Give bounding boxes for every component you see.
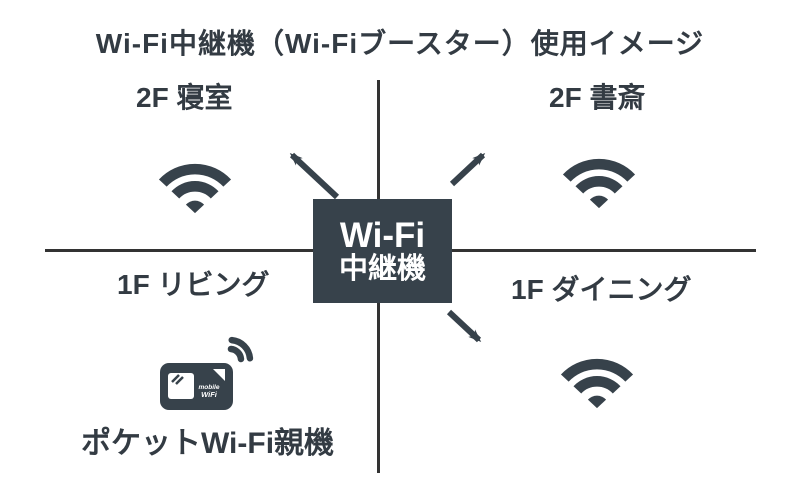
wifi-repeater-box-line2: 中継機: [338, 253, 426, 285]
arrow-down-right-icon: [446, 309, 482, 343]
label-pocket-wifi-parent: ポケットWi-Fi親機: [81, 427, 335, 460]
label-2f-bedroom: 2F 寝室: [136, 82, 233, 113]
wifi-signal-icon: [560, 358, 634, 409]
pocket-wifi-router-icon: mobile WiFi: [160, 336, 254, 410]
label-1f-dining: 1F ダイニング: [511, 274, 692, 305]
device-text-mobile: mobile: [199, 384, 220, 391]
wifi-repeater-box: Wi-Fi 中継機: [313, 199, 452, 303]
wifi-repeater-box-line1: Wi-Fi: [339, 216, 426, 255]
arrow-up-left-icon: [289, 152, 340, 200]
wifi-signal-icon: [158, 163, 232, 214]
label-1f-living: 1F リビング: [117, 269, 270, 300]
wifi-signal-icon: [562, 158, 636, 209]
diagram-title: Wi-Fi中継機（Wi-Fiブースター）使用イメージ: [95, 28, 705, 59]
label-2f-study: 2F 書斎: [549, 82, 646, 113]
device-text-wifi: WiFi: [201, 390, 218, 399]
arrow-up-right-icon: [449, 152, 486, 187]
